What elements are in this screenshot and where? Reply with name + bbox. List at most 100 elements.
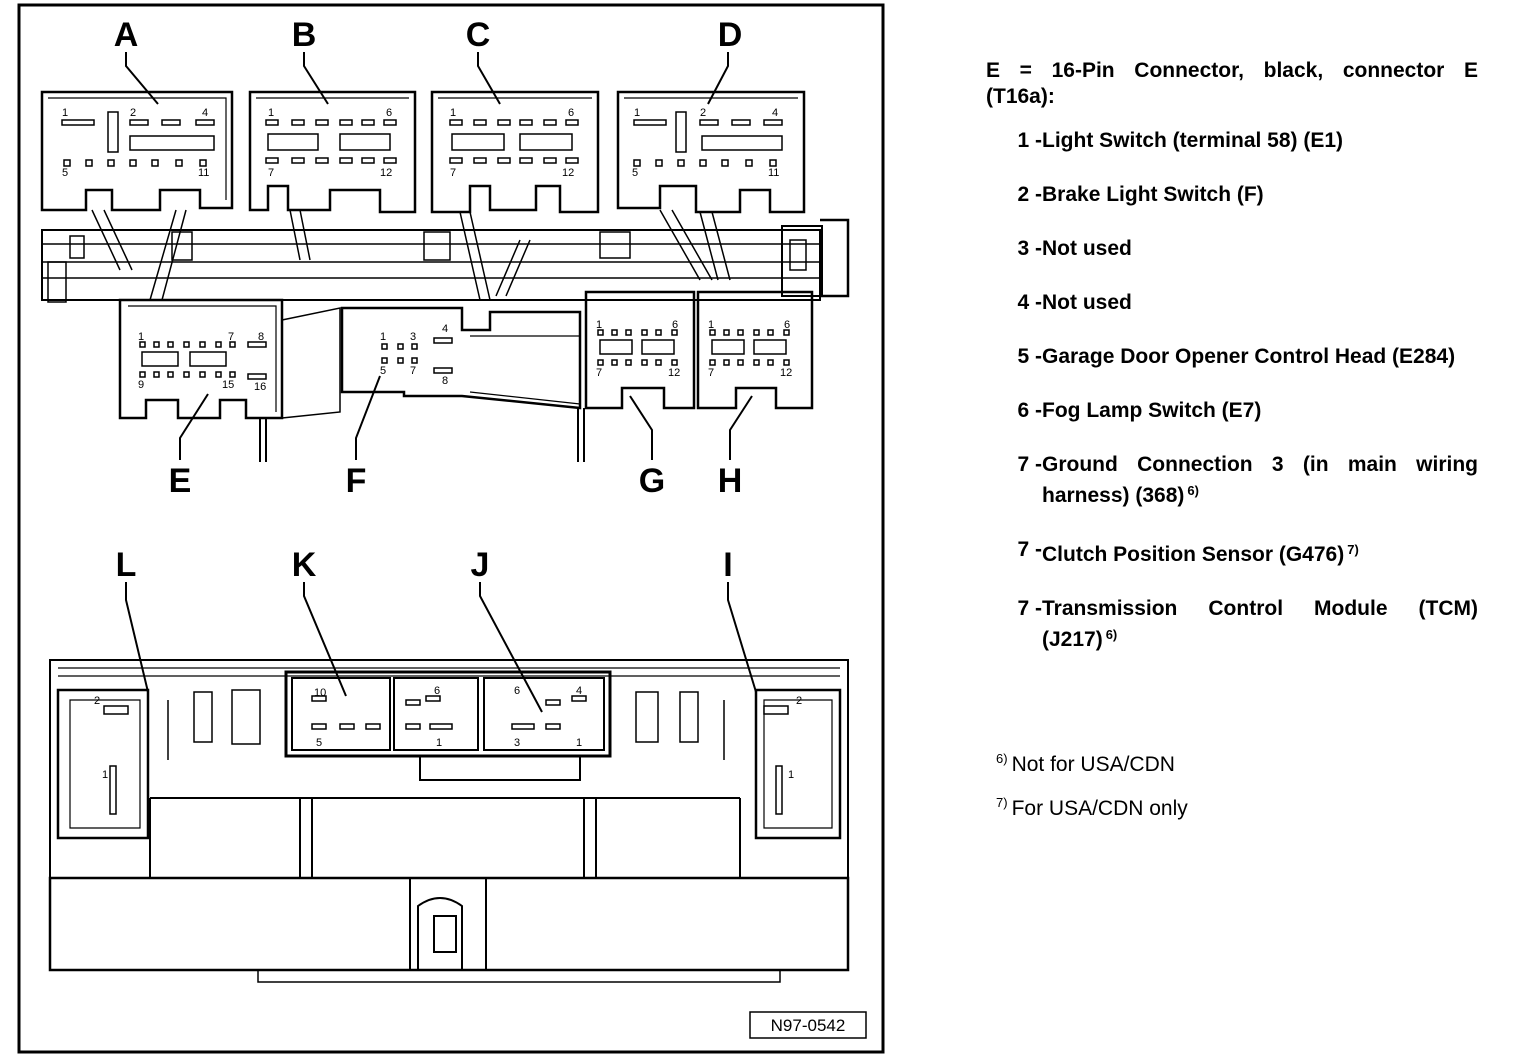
label-L: L — [116, 546, 137, 584]
label-D: D — [718, 16, 743, 54]
footnote-ref: 6) — [1105, 627, 1118, 642]
pin-label: 2 — [130, 107, 136, 119]
label-H: H — [718, 462, 743, 500]
legend-title: E = 16-Pin Connector, black, connector E… — [986, 58, 1478, 110]
pin-label: 1 — [634, 107, 640, 119]
pin-label: 8 — [442, 375, 448, 387]
connector-diagram: A B C D E F G H L K J I 1 2 4 5 11 1 6 7… — [17, 3, 885, 1054]
footnote-mark: 7) — [996, 795, 1008, 810]
pin-label: 1 — [436, 737, 442, 749]
legend-item: 7 - Transmission Control Module (TCM) (J… — [986, 596, 1478, 653]
pin-number: 7 - — [1017, 453, 1042, 476]
pin-number: 5 - — [1017, 345, 1042, 368]
pin-label: 16 — [254, 381, 266, 393]
lower-connector-block — [48, 659, 850, 983]
reference-box — [749, 1011, 867, 1039]
legend-item: 4 - Not used — [986, 290, 1478, 316]
pin-label: 7 — [268, 167, 274, 179]
legend-list: 1 - Light Switch (terminal 58) (E1) 2 - … — [986, 128, 1478, 653]
pin-label: 5 — [380, 365, 386, 377]
pin-label: 1 — [576, 737, 582, 749]
pin-label: 6 — [514, 685, 520, 697]
pin-number: 2 - — [1017, 183, 1042, 206]
pin-label: 9 — [138, 379, 144, 391]
label-I: I — [723, 546, 732, 584]
pin-description-text: Clutch Position Sensor (G476) — [1042, 543, 1345, 566]
pin-label: 8 — [258, 331, 264, 343]
pin-number: 7 - — [1017, 538, 1042, 561]
pin-label: 2 — [700, 107, 706, 119]
footnote-ref: 7) — [1347, 542, 1359, 557]
label-G: G — [639, 462, 665, 500]
pin-label: 6 — [672, 319, 678, 331]
label-C: C — [466, 16, 491, 54]
upper-pin-slots — [61, 111, 790, 380]
label-E: E — [169, 462, 192, 500]
footnote: 6)Not for USA/CDN — [996, 740, 1188, 784]
connector-letters: A B C D E F G H L K J I — [114, 16, 743, 584]
pin-label: 7 — [450, 167, 456, 179]
label-F: F — [346, 462, 367, 500]
pin-label: 3 — [514, 737, 520, 749]
legend-item: 2 - Brake Light Switch (F) — [986, 182, 1478, 208]
pin-label: 10 — [314, 687, 326, 699]
label-J: J — [471, 546, 490, 584]
legend-title-line2: (T16a): — [986, 85, 1055, 108]
pin-description: Transmission Control Module (TCM) (J217)… — [1042, 596, 1478, 653]
legend-item: 7 - Clutch Position Sensor (G476)7) — [986, 537, 1478, 568]
pin-label: 5 — [316, 737, 322, 749]
pin-number: 7 - — [1017, 597, 1042, 620]
pin-label: 6 — [784, 319, 790, 331]
pin-description-text: Transmission Control Module (TCM) (J217) — [1042, 597, 1478, 651]
pin-label: 4 — [576, 685, 582, 697]
legend-item: 6 - Fog Lamp Switch (E7) — [986, 398, 1478, 424]
pin-label: 7 — [228, 331, 234, 343]
label-B: B — [292, 16, 317, 54]
pin-label: 11 — [768, 167, 779, 179]
pin-label: 1 — [268, 107, 274, 119]
pin-description: Brake Light Switch (F) — [1042, 183, 1264, 206]
diagram-frame — [17, 3, 885, 1054]
pin-label: 15 — [222, 379, 234, 391]
pin-label: 6 — [386, 107, 392, 119]
pin-label: 2 — [94, 695, 100, 707]
pin-label: 11 — [198, 167, 209, 179]
pin-description: Fog Lamp Switch (E7) — [1042, 399, 1262, 422]
pin-description-text: Ground Connection 3 (in main wiring harn… — [1042, 453, 1478, 507]
pin-description: Ground Connection 3 (in main wiring harn… — [1042, 452, 1478, 509]
pin-label: 1 — [138, 331, 144, 343]
label-K: K — [292, 546, 317, 584]
pin-label: 12 — [562, 167, 574, 179]
pin-description: Not used — [1042, 291, 1132, 314]
legend-item: 5 - Garage Door Opener Control Head (E28… — [986, 344, 1478, 370]
leader-lines — [125, 52, 757, 713]
pin-description-text: Garage Door Opener Control Head (E284) — [1042, 345, 1456, 368]
footnote-mark: 6) — [996, 751, 1008, 766]
pin-label: 2 — [796, 695, 802, 707]
pin-number: 4 - — [1017, 291, 1042, 314]
legend-title-line1: E = 16-Pin Connector, black, connector E — [986, 59, 1478, 82]
pin-label: 1 — [596, 319, 602, 331]
pin-label: 1 — [380, 331, 386, 343]
legend-item: 1 - Light Switch (terminal 58) (E1) — [986, 128, 1478, 154]
pin-label: 1 — [450, 107, 456, 119]
upper-connector-block — [40, 90, 850, 462]
pin-label: 1 — [788, 769, 794, 781]
pin-label: 3 — [410, 331, 416, 343]
pin-label: 5 — [62, 167, 68, 179]
pin-description: Clutch Position Sensor (G476)7) — [1042, 537, 1478, 568]
pin-label: 1 — [102, 769, 108, 781]
pin-label: 6 — [434, 685, 440, 697]
footnote-ref: 6) — [1187, 483, 1199, 498]
label-A: A — [114, 16, 139, 54]
pin-label: 6 — [568, 107, 574, 119]
footnote-text: Not for USA/CDN — [1011, 753, 1175, 776]
pin-number: 3 - — [1017, 237, 1042, 260]
pin-label: 1 — [708, 319, 714, 331]
pin-label: 7 — [410, 365, 416, 377]
legend-item: 3 - Not used — [986, 236, 1478, 262]
pin-label: 5 — [632, 167, 638, 179]
legend-item: 7 - Ground Connection 3 (in main wiring … — [986, 452, 1478, 509]
pin-label: 12 — [780, 367, 792, 379]
pin-label: 12 — [668, 367, 680, 379]
